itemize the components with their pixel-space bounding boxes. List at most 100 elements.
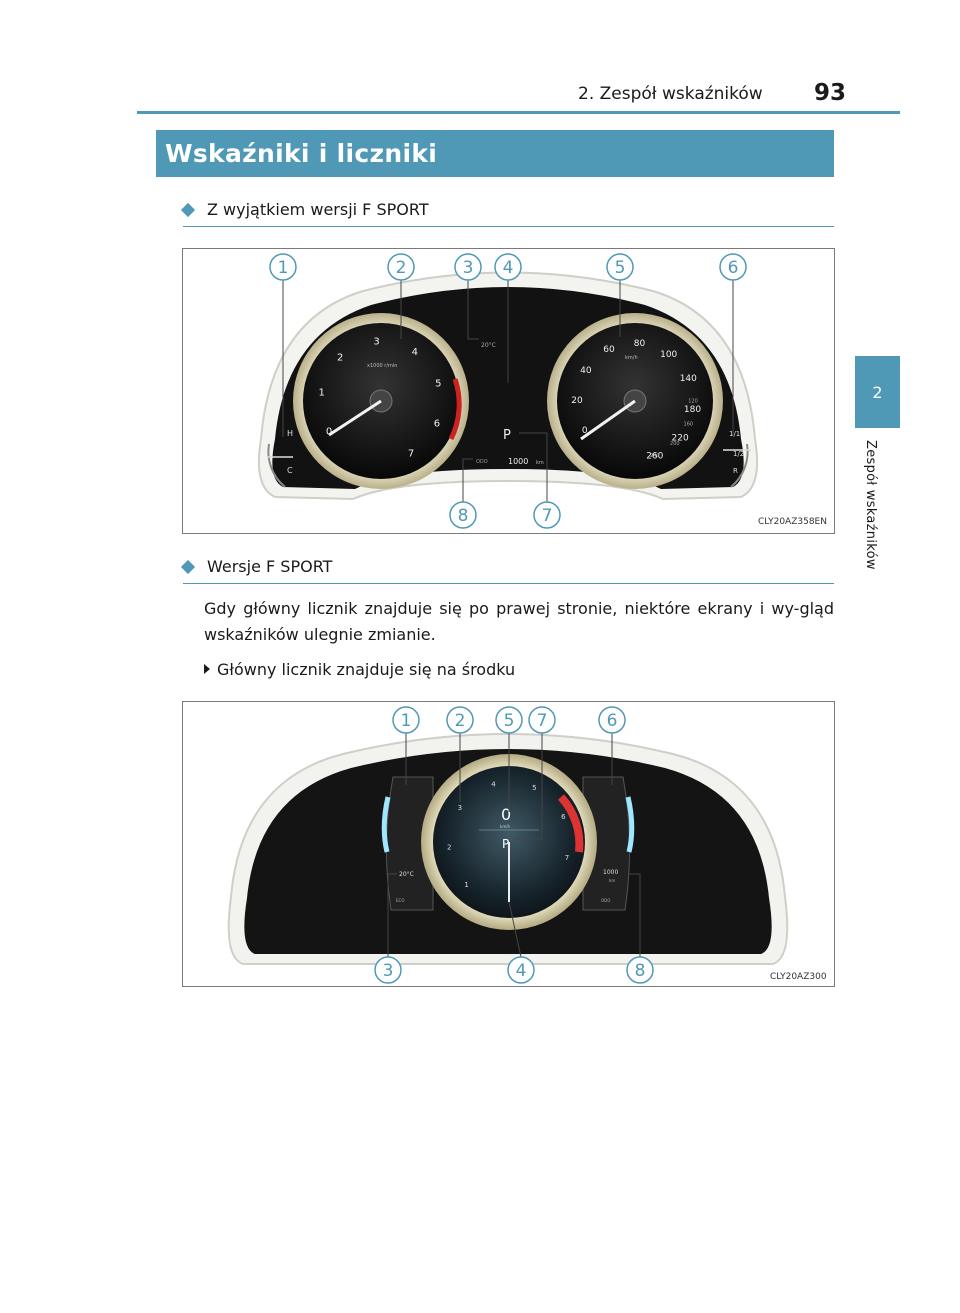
callout-number: 2: [396, 258, 407, 278]
speed-tick-label: 180: [684, 405, 701, 415]
speed-minor-tick-label: 160: [684, 422, 694, 428]
callout-number: 6: [728, 258, 739, 278]
callout-number: 7: [542, 506, 553, 526]
rpm-tick-label: 3: [458, 804, 462, 812]
tach-needle: [328, 399, 382, 437]
callout-number: 5: [504, 711, 515, 731]
callout-number: 1: [278, 258, 289, 278]
tach-tick-label: 4: [412, 347, 418, 358]
callout-circle: [392, 706, 420, 734]
page-number: 93: [814, 80, 847, 106]
callout-number: 2: [455, 711, 466, 731]
callout-circle: [446, 706, 474, 734]
tach-tick-label: 1: [319, 387, 325, 398]
gear-position-display: P: [502, 837, 509, 851]
tach-tick-label: 5: [435, 379, 441, 390]
callout-circle: [495, 706, 523, 734]
speed-tick-label: 100: [660, 350, 677, 360]
speed-minor-tick-label: 200: [670, 441, 680, 447]
speed-needle: [580, 399, 636, 441]
callout-circle: [533, 501, 561, 529]
tach-tick-label: 0: [326, 426, 332, 437]
odometer-unit: km: [609, 878, 615, 883]
callout-number: 3: [463, 258, 474, 278]
speed-tick-label: 60: [603, 345, 615, 355]
bullet-text: Główny licznik znajduje się na środku: [217, 660, 516, 679]
odometer-unit: km: [536, 460, 544, 466]
right-info-panel: [582, 776, 631, 911]
rpm-tick-label: 2: [447, 844, 451, 852]
callout-number: 8: [458, 506, 469, 526]
rpm-redline: [557, 794, 584, 853]
figure-code: CLY20AZ300: [770, 972, 827, 982]
digital-speed-unit: km/h: [500, 824, 511, 829]
callout-circle: [719, 253, 747, 281]
rpm-tick-label: 5: [532, 784, 536, 792]
body-paragraph: Gdy główny licznik znajduje się po prawe…: [204, 599, 834, 644]
temp-hot-label: H: [287, 429, 293, 438]
odometer-value: 1000: [603, 869, 618, 876]
digital-speed: 0: [501, 805, 511, 824]
tach-tick-label: 2: [337, 352, 343, 363]
speed-tick-label: 20: [571, 396, 583, 406]
outside-temp-display: 20°C: [399, 871, 414, 878]
chapter-tab: 2: [855, 356, 900, 428]
temp-cold-label: C: [287, 466, 293, 475]
tach-unit-label: x1000 r/min: [367, 363, 397, 369]
speed-tick-label: 0: [582, 426, 588, 436]
speed-tick-label: 140: [680, 374, 697, 384]
section-title-bar: Wskaźniki i liczniki: [156, 130, 834, 177]
callout-number: 3: [383, 961, 394, 981]
speed-tick-label: 260: [646, 452, 663, 462]
gear-position-display: P: [503, 428, 511, 443]
subsection-heading-2-text: Wersje F SPORT: [207, 557, 333, 576]
callout-circle: [528, 706, 556, 734]
callout-lines: [282, 279, 734, 509]
chapter-tab-label: Zespół wskaźników: [863, 440, 878, 570]
callout-circle: [454, 253, 482, 281]
diamond-bullet-icon: [180, 559, 196, 575]
section-title: Wskaźniki i liczniki: [165, 139, 438, 168]
callout-number: 5: [615, 258, 626, 278]
header-rule: [137, 111, 900, 114]
callout-circle: [598, 706, 626, 734]
left-gauge-bar: [381, 796, 391, 853]
callout-number: 1: [401, 711, 412, 731]
chapter-tab-number: 2: [872, 382, 883, 402]
callout-circle: [374, 956, 402, 984]
speed-tick-label: 80: [634, 339, 646, 349]
speed-unit-label: km/h: [625, 355, 638, 361]
left-info-panel: [385, 776, 434, 911]
speed-minor-tick-label: 120: [688, 399, 698, 405]
chapter-title: 2. Zespół wskaźników: [578, 84, 763, 104]
callout-number: 7: [537, 711, 548, 731]
speed-tick-label: 40: [580, 366, 592, 376]
callout-circle: [387, 253, 415, 281]
callout-number: 8: [635, 961, 646, 981]
odometer-value: 1000: [508, 457, 528, 466]
callout-circle: [626, 956, 654, 984]
callout-circle: [507, 956, 535, 984]
callout-circle: [606, 253, 634, 281]
fuel-half-label: 1/2: [733, 450, 744, 458]
rpm-tick-label: 1: [464, 881, 468, 889]
right-panel-label: ODO: [601, 898, 610, 903]
diamond-bullet-icon: [180, 202, 196, 218]
left-panel-label: ECO: [396, 898, 404, 903]
tach-tick-label: 7: [408, 448, 414, 459]
right-gauge-bar: [625, 796, 635, 853]
speed-minor-labels: 120 160 200 240: [650, 399, 698, 460]
fuel-empty-label: R: [733, 467, 738, 475]
figure-code: CLY20AZ358EN: [758, 517, 827, 527]
speed-minor-tick-label: 240: [650, 453, 660, 459]
rpm-tick-label: 4: [491, 780, 496, 788]
temp-gauge-arc: [267, 443, 286, 488]
